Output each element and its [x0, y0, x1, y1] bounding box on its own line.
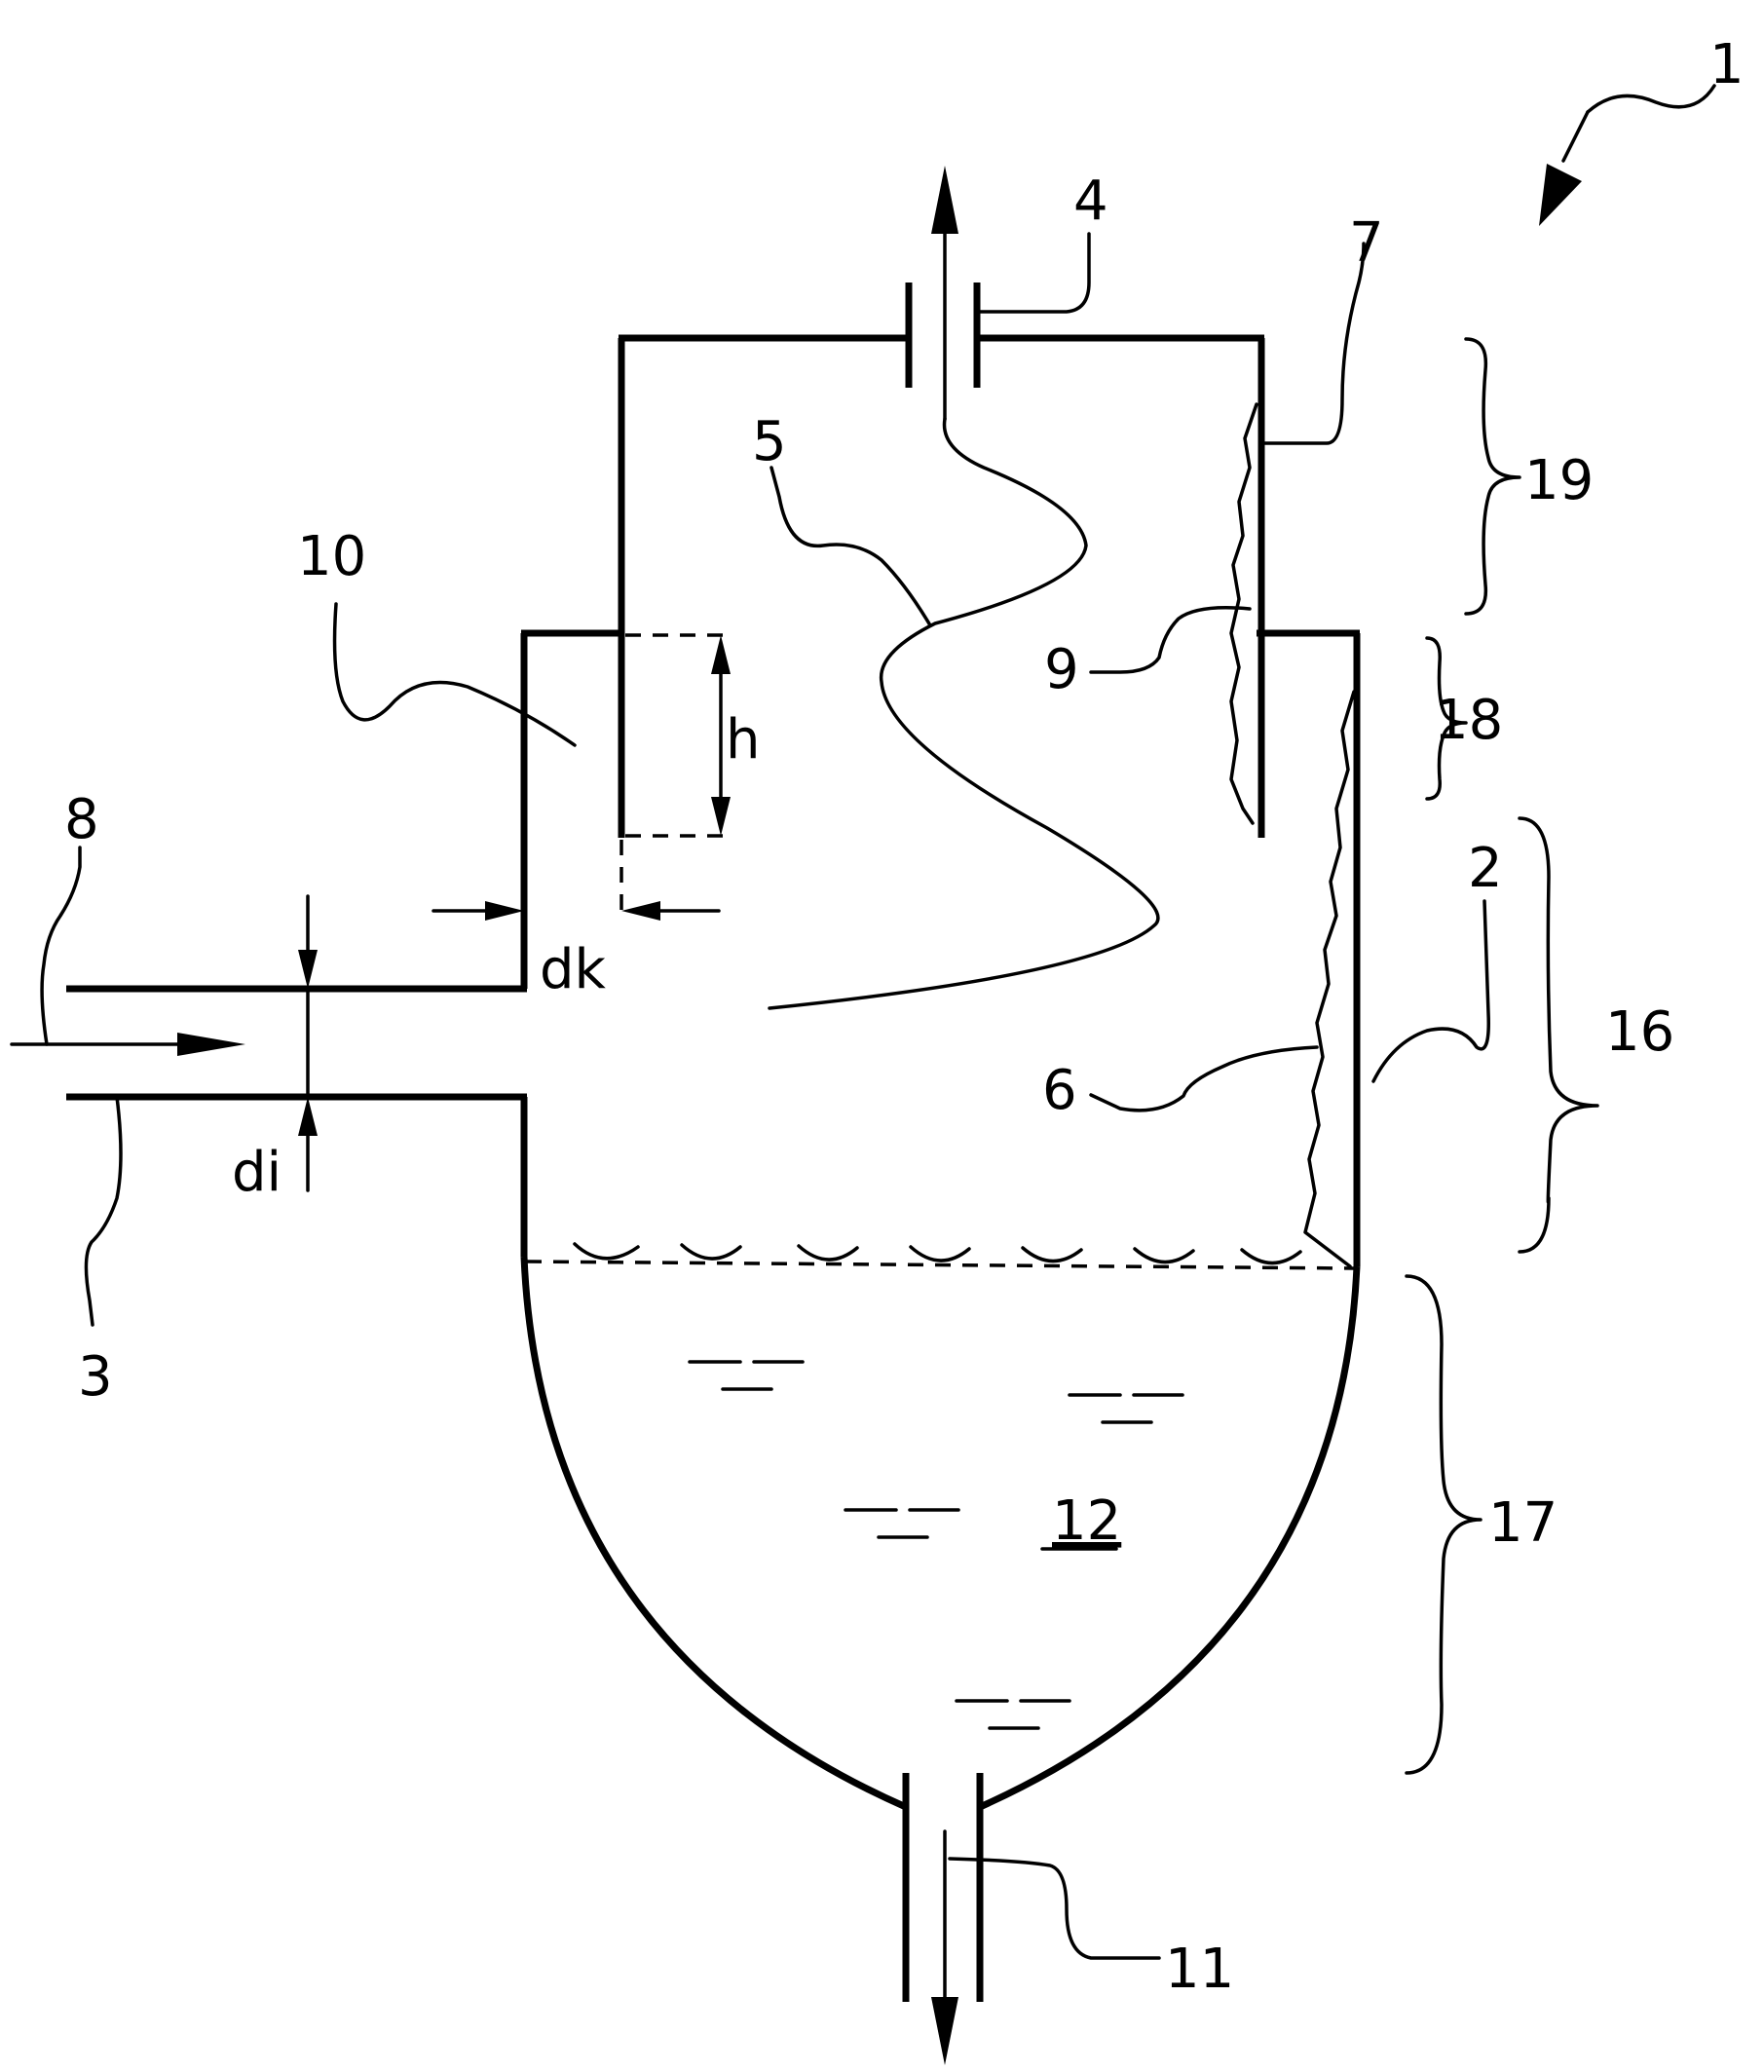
- vortex-spiral: [768, 417, 1160, 1010]
- dimension-di: [298, 894, 318, 1192]
- brace-16: [1518, 816, 1599, 1254]
- liquid-surface: [525, 1260, 1355, 1270]
- dim-label-h: h: [726, 708, 761, 772]
- brace-17: [1405, 1274, 1483, 1775]
- wall-film-upper: [1229, 402, 1258, 825]
- ref-label-18: 18: [1434, 689, 1503, 752]
- ref-label-11: 11: [1165, 1938, 1234, 2001]
- ref-label-2: 2: [1468, 837, 1503, 900]
- dip-tube: [618, 283, 1265, 838]
- liquid-marks: [688, 1360, 1184, 1730]
- brace-18: [1425, 636, 1468, 801]
- ref-label-7: 7: [1349, 211, 1384, 275]
- ref-label-6: 6: [1042, 1059, 1077, 1122]
- dimension-h: [619, 633, 731, 921]
- ref-label-1: 1: [1709, 33, 1745, 96]
- inlet-flow-arrow: [10, 1033, 245, 1056]
- brace-19: [1464, 337, 1521, 616]
- gas-outlet-arrow: [931, 166, 958, 421]
- ref-label-8: 8: [64, 788, 99, 851]
- ref-label-10: 10: [297, 525, 366, 588]
- dim-label-di: di: [232, 1141, 281, 1204]
- ref-label-17: 17: [1488, 1491, 1558, 1555]
- leader-lines: [40, 84, 1716, 1960]
- dim-label-dk: dk: [540, 938, 607, 1001]
- ref-label-19: 19: [1524, 449, 1594, 512]
- wall-film-lower: [1303, 690, 1356, 1268]
- ref-label-16: 16: [1605, 1000, 1674, 1064]
- ref-label-5: 5: [752, 410, 787, 473]
- ref-label-3: 3: [78, 1345, 113, 1409]
- ref-label-9: 9: [1044, 638, 1079, 701]
- ref-label-4: 4: [1073, 170, 1108, 233]
- vessel-outline: [66, 629, 1361, 2002]
- ref-label-12: 12: [1052, 1489, 1121, 1553]
- liquid-outlet-arrow: [931, 1829, 958, 2065]
- dimension-dk: [432, 901, 721, 921]
- liquid-surface-waves: [573, 1242, 1302, 1265]
